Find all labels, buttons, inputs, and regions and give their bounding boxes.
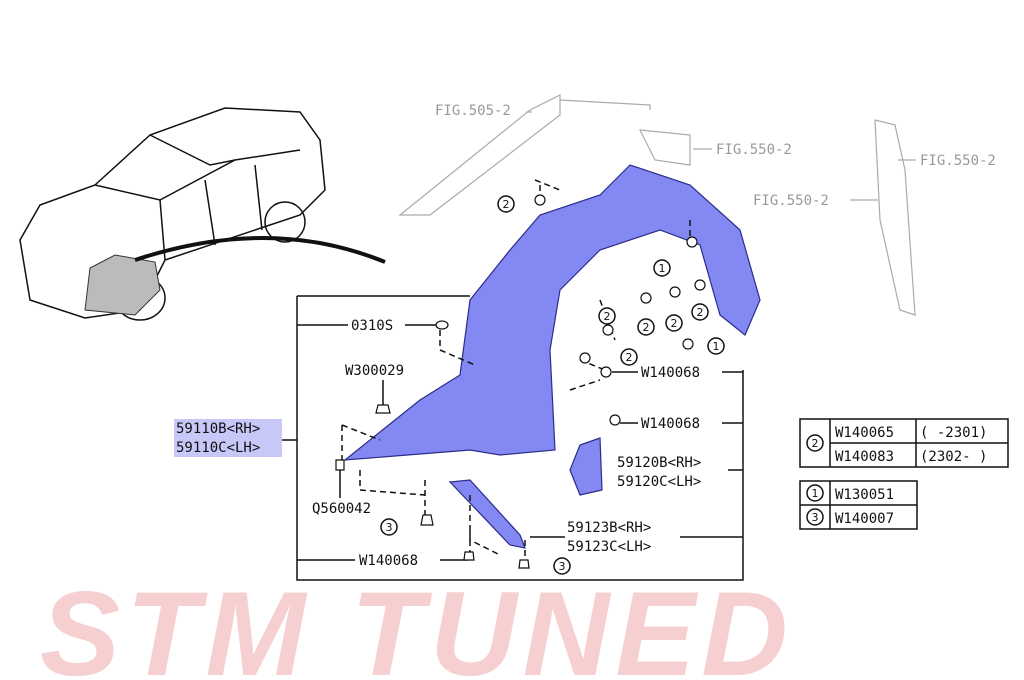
marker-2: 2 [598,307,616,325]
fig-ref-550-2-a[interactable]: FIG.550-2 [716,142,792,158]
car-illustration [19,107,386,321]
clip-icon [435,320,449,330]
clip-icon [600,366,612,378]
svg-text:1: 1 [713,340,720,353]
label-w300029[interactable]: W300029 [345,363,404,379]
svg-text:2: 2 [626,351,633,364]
marker-2: 2 [620,348,638,366]
fasteners [335,194,706,569]
fig-ref-550-2-b[interactable]: FIG.550-2 [920,153,996,169]
label-w140068-upper[interactable]: W140068 [641,365,700,381]
label-q560042[interactable]: Q560042 [312,501,371,517]
label-w140068-middle[interactable]: W140068 [641,416,700,432]
fig-ref-550-2-c[interactable]: FIG.550-2 [753,193,829,209]
label-59123-lh[interactable]: 59123C<LH> [567,539,651,555]
splash-shield-part[interactable] [569,437,603,496]
marker-2: 2 [691,303,709,321]
legend-range: (2302- ) [920,449,987,465]
legend-table-2: 2 W140065 ( -2301) W140083 (2302- ) [799,418,1009,468]
clip-icon [463,551,475,561]
svg-text:1: 1 [812,487,819,500]
marker-3: 3 [380,518,398,536]
marker-2: 2 [497,195,515,213]
clip-icon [609,414,621,426]
legend-part: W140083 [835,449,894,465]
label-w140068-bottom[interactable]: W140068 [359,553,418,569]
svg-text:2: 2 [643,321,650,334]
label-0310s[interactable]: 0310S [351,318,393,334]
watermark: STM TUNED [40,567,794,680]
legend-range: ( -2301) [920,425,987,441]
clip-icon [420,514,434,526]
svg-text:2: 2 [812,437,819,450]
label-59120-lh[interactable]: 59120C<LH> [617,474,701,490]
reference-parts: FIG.505-2 FIG.550-2 FIG.550-2 FIG.550-2 [398,94,996,316]
fender-liner-highlight [84,254,161,316]
fender-liner-part[interactable] [343,164,761,461]
clip-icon [375,404,391,414]
svg-text:2: 2 [697,306,704,319]
main-part-lh-label[interactable]: 59110C<LH> [176,440,260,456]
marker-2: 2 [665,314,683,332]
clip-icon [518,559,530,569]
marker-1: 1 [653,259,671,277]
svg-text:3: 3 [812,511,819,524]
marker-1: 1 [707,337,725,355]
main-part-rh-label[interactable]: 59110B<RH> [176,421,260,437]
screw-icon [335,459,345,471]
main-part-highlight [174,419,282,457]
bracket-part[interactable] [448,479,526,549]
legend-table-1-3: 1 3 W130051 W140007 [799,480,918,530]
legend-part: W130051 [835,487,894,503]
marker-2: 2 [637,318,655,336]
legend-part: W140007 [835,511,894,527]
svg-text:3: 3 [559,560,566,573]
svg-text:2: 2 [604,310,611,323]
svg-text:1: 1 [659,262,666,275]
label-59123-rh[interactable]: 59123B<RH> [567,520,651,536]
svg-text:2: 2 [503,198,510,211]
legend-part: W140065 [835,425,894,441]
label-59120-rh[interactable]: 59120B<RH> [617,455,701,471]
svg-text:3: 3 [386,521,393,534]
marker-3: 3 [553,557,571,575]
fig-ref-505-2[interactable]: FIG.505-2 [435,103,511,119]
svg-text:2: 2 [671,317,678,330]
